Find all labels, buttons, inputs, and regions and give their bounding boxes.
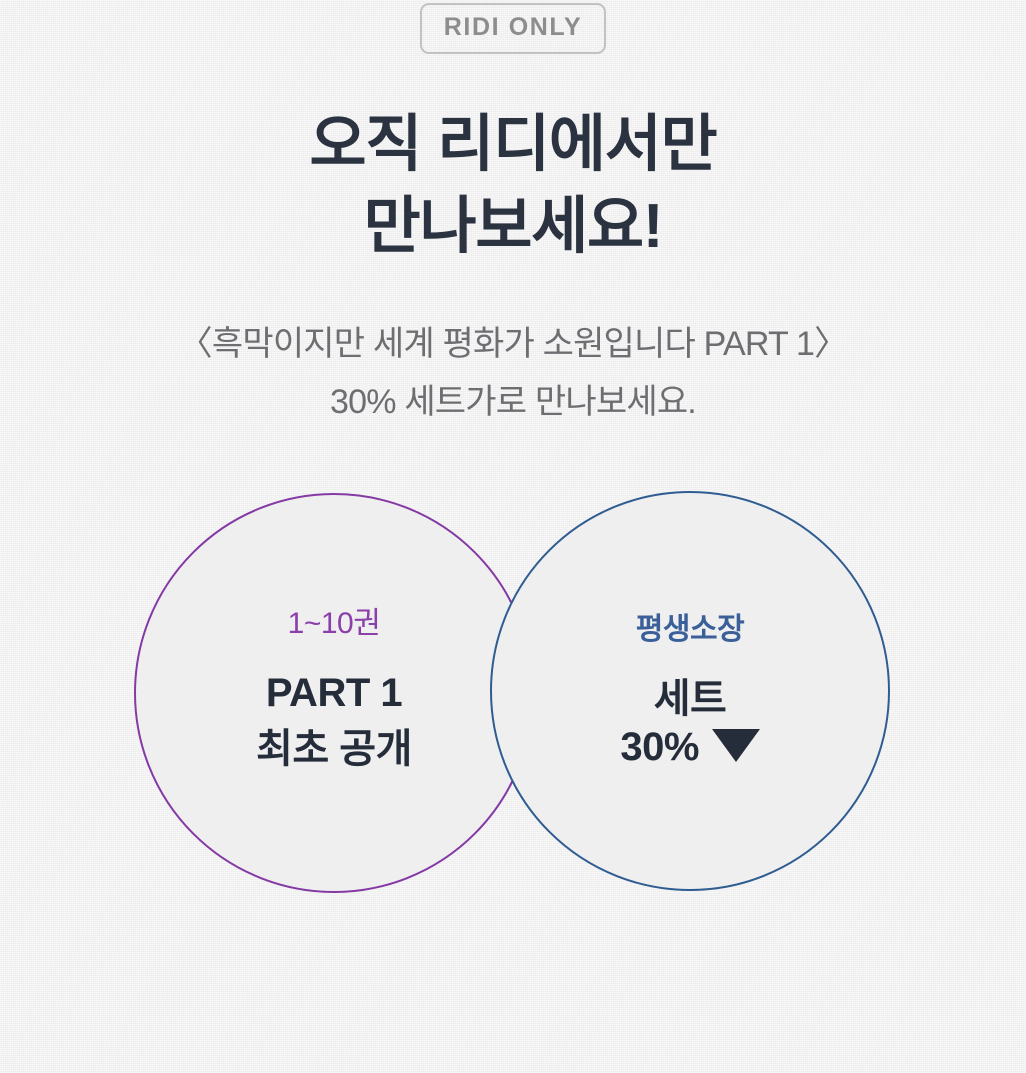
circle-right-ownership-label: 평생소장 xyxy=(635,613,745,646)
circle-right-main-text: 세트 30% xyxy=(620,671,760,769)
circle-left-main-text: PART 1 최초 공개 xyxy=(256,665,412,777)
badge-container: RIDI ONLY xyxy=(0,3,1026,54)
ridi-only-badge: RIDI ONLY xyxy=(419,3,607,54)
circle-part1: 1~10권 PART 1 최초 공개 xyxy=(134,493,534,893)
subtitle-line-1: 〈흑막이지만 세계 평화가 소원입니다 PART 1〉 xyxy=(178,325,848,363)
circle-left-line-1: PART 1 xyxy=(265,671,403,715)
discount-percent-value: 30% xyxy=(620,725,699,769)
circle-left-line-2: 최초 공개 xyxy=(256,727,412,771)
circle-left-volume-range: 1~10권 xyxy=(287,607,381,640)
headline-line-1: 오직 리디에서만 xyxy=(309,110,718,179)
triangle-down-icon xyxy=(711,729,760,762)
circle-right-line-1: 세트 xyxy=(653,677,727,721)
subtitle-line-2: 30% 세트가로 만나보세요. xyxy=(330,383,697,422)
circle-right-line-2: 30% xyxy=(620,725,760,769)
subtitle: 〈흑막이지만 세계 평화가 소원입니다 PART 1〉 30% 세트가로 만나보… xyxy=(0,315,1026,432)
headline-line-2: 만나보세요! xyxy=(363,191,664,261)
page-title: 오직 리디에서만 만나보세요! xyxy=(0,104,1026,268)
circle-lifetime-set: 평생소장 세트 30% xyxy=(490,491,890,891)
